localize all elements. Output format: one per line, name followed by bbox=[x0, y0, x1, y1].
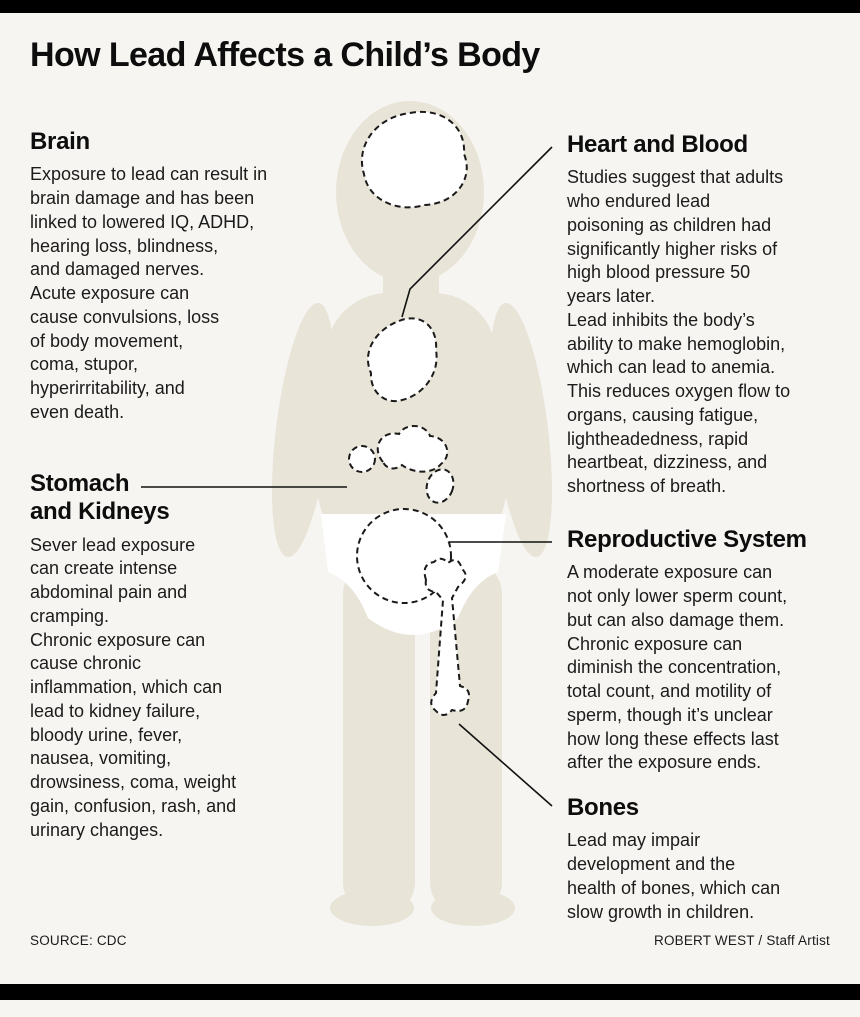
section-brain: Brain Exposure to lead can result in bra… bbox=[30, 128, 330, 425]
brain-outline bbox=[361, 110, 468, 209]
bottom-rule bbox=[0, 984, 860, 1000]
section-stomach-kidneys: Stomach and Kidneys Sever lead exposure … bbox=[30, 470, 330, 842]
section-heart-heading: Heart and Blood bbox=[567, 131, 748, 158]
section-brain-heading: Brain bbox=[30, 128, 90, 155]
section-heart-body: Studies suggest that adults who endured … bbox=[567, 167, 791, 497]
section-reproductive-heading: Reproductive System bbox=[567, 526, 807, 553]
bone-outline bbox=[423, 557, 470, 716]
section-bones-body: Lead may impair development and the heal… bbox=[567, 830, 781, 922]
artist-credit: ROBERT WEST / Staff Artist bbox=[654, 933, 830, 948]
section-stomach-heading: Stomach and Kidneys bbox=[30, 470, 170, 526]
section-reproductive: Reproductive System A moderate exposure … bbox=[567, 526, 859, 775]
section-bones-heading: Bones bbox=[567, 794, 639, 821]
top-rule bbox=[0, 0, 860, 13]
section-reproductive-body: A moderate exposure can not only lower s… bbox=[567, 562, 788, 773]
page-title: How Lead Affects a Child’s Body bbox=[30, 36, 540, 74]
heart-leader-line bbox=[401, 146, 553, 318]
section-bones: Bones Lead may impair development and th… bbox=[567, 794, 859, 924]
bones-leader-line bbox=[458, 723, 553, 807]
stomach-kidneys-outline bbox=[348, 425, 455, 504]
section-brain-body: Exposure to lead can result in brain dam… bbox=[30, 164, 268, 422]
section-stomach-body: Sever lead exposure can create intense a… bbox=[30, 534, 237, 840]
heart-outline bbox=[366, 317, 438, 403]
source-credit: SOURCE: CDC bbox=[30, 933, 127, 948]
section-heart-blood: Heart and Blood Studies suggest that adu… bbox=[567, 131, 859, 499]
